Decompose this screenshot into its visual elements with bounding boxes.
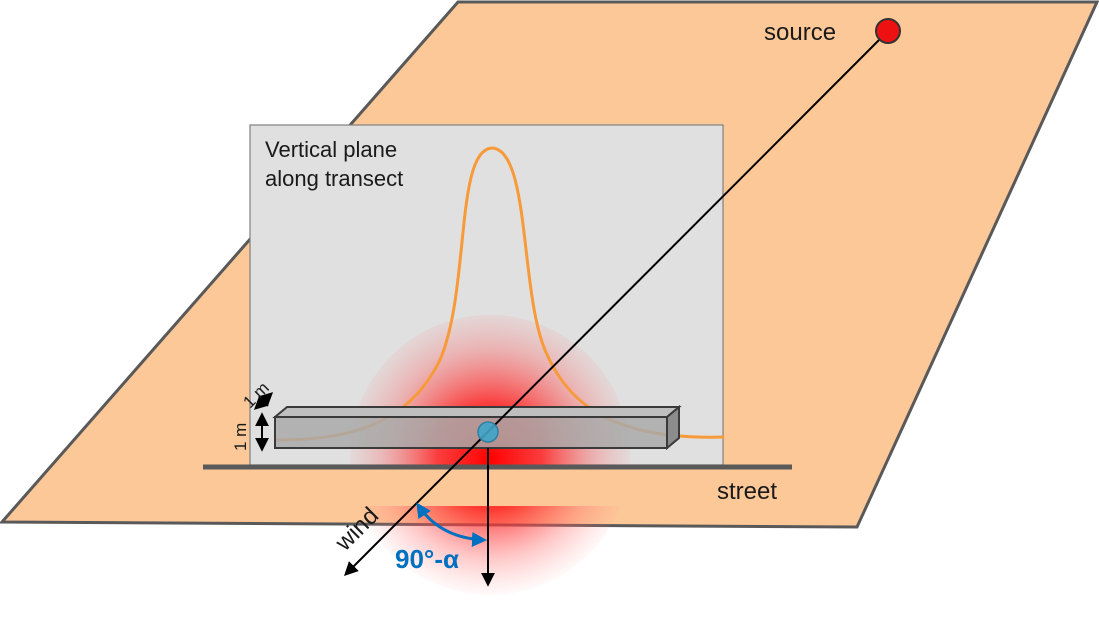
source-label: source xyxy=(764,19,836,46)
width-dim-arrow xyxy=(253,392,274,410)
box-front xyxy=(274,416,668,449)
concentration-plume xyxy=(350,315,630,595)
wind-direction-line xyxy=(344,30,889,576)
concentration-curve xyxy=(274,146,725,442)
plane-label-line2: along transect xyxy=(265,166,403,191)
angle-label: 90°-α xyxy=(395,544,459,574)
height-dim-label: 1 m xyxy=(231,423,250,451)
street-label: street xyxy=(717,478,777,505)
plane-label-line1: Vertical plane xyxy=(265,137,397,162)
angle-arc xyxy=(416,502,487,547)
receptor-marker xyxy=(477,421,499,443)
plume-clip xyxy=(250,466,723,506)
source-marker xyxy=(875,18,901,44)
box-top xyxy=(272,406,682,418)
